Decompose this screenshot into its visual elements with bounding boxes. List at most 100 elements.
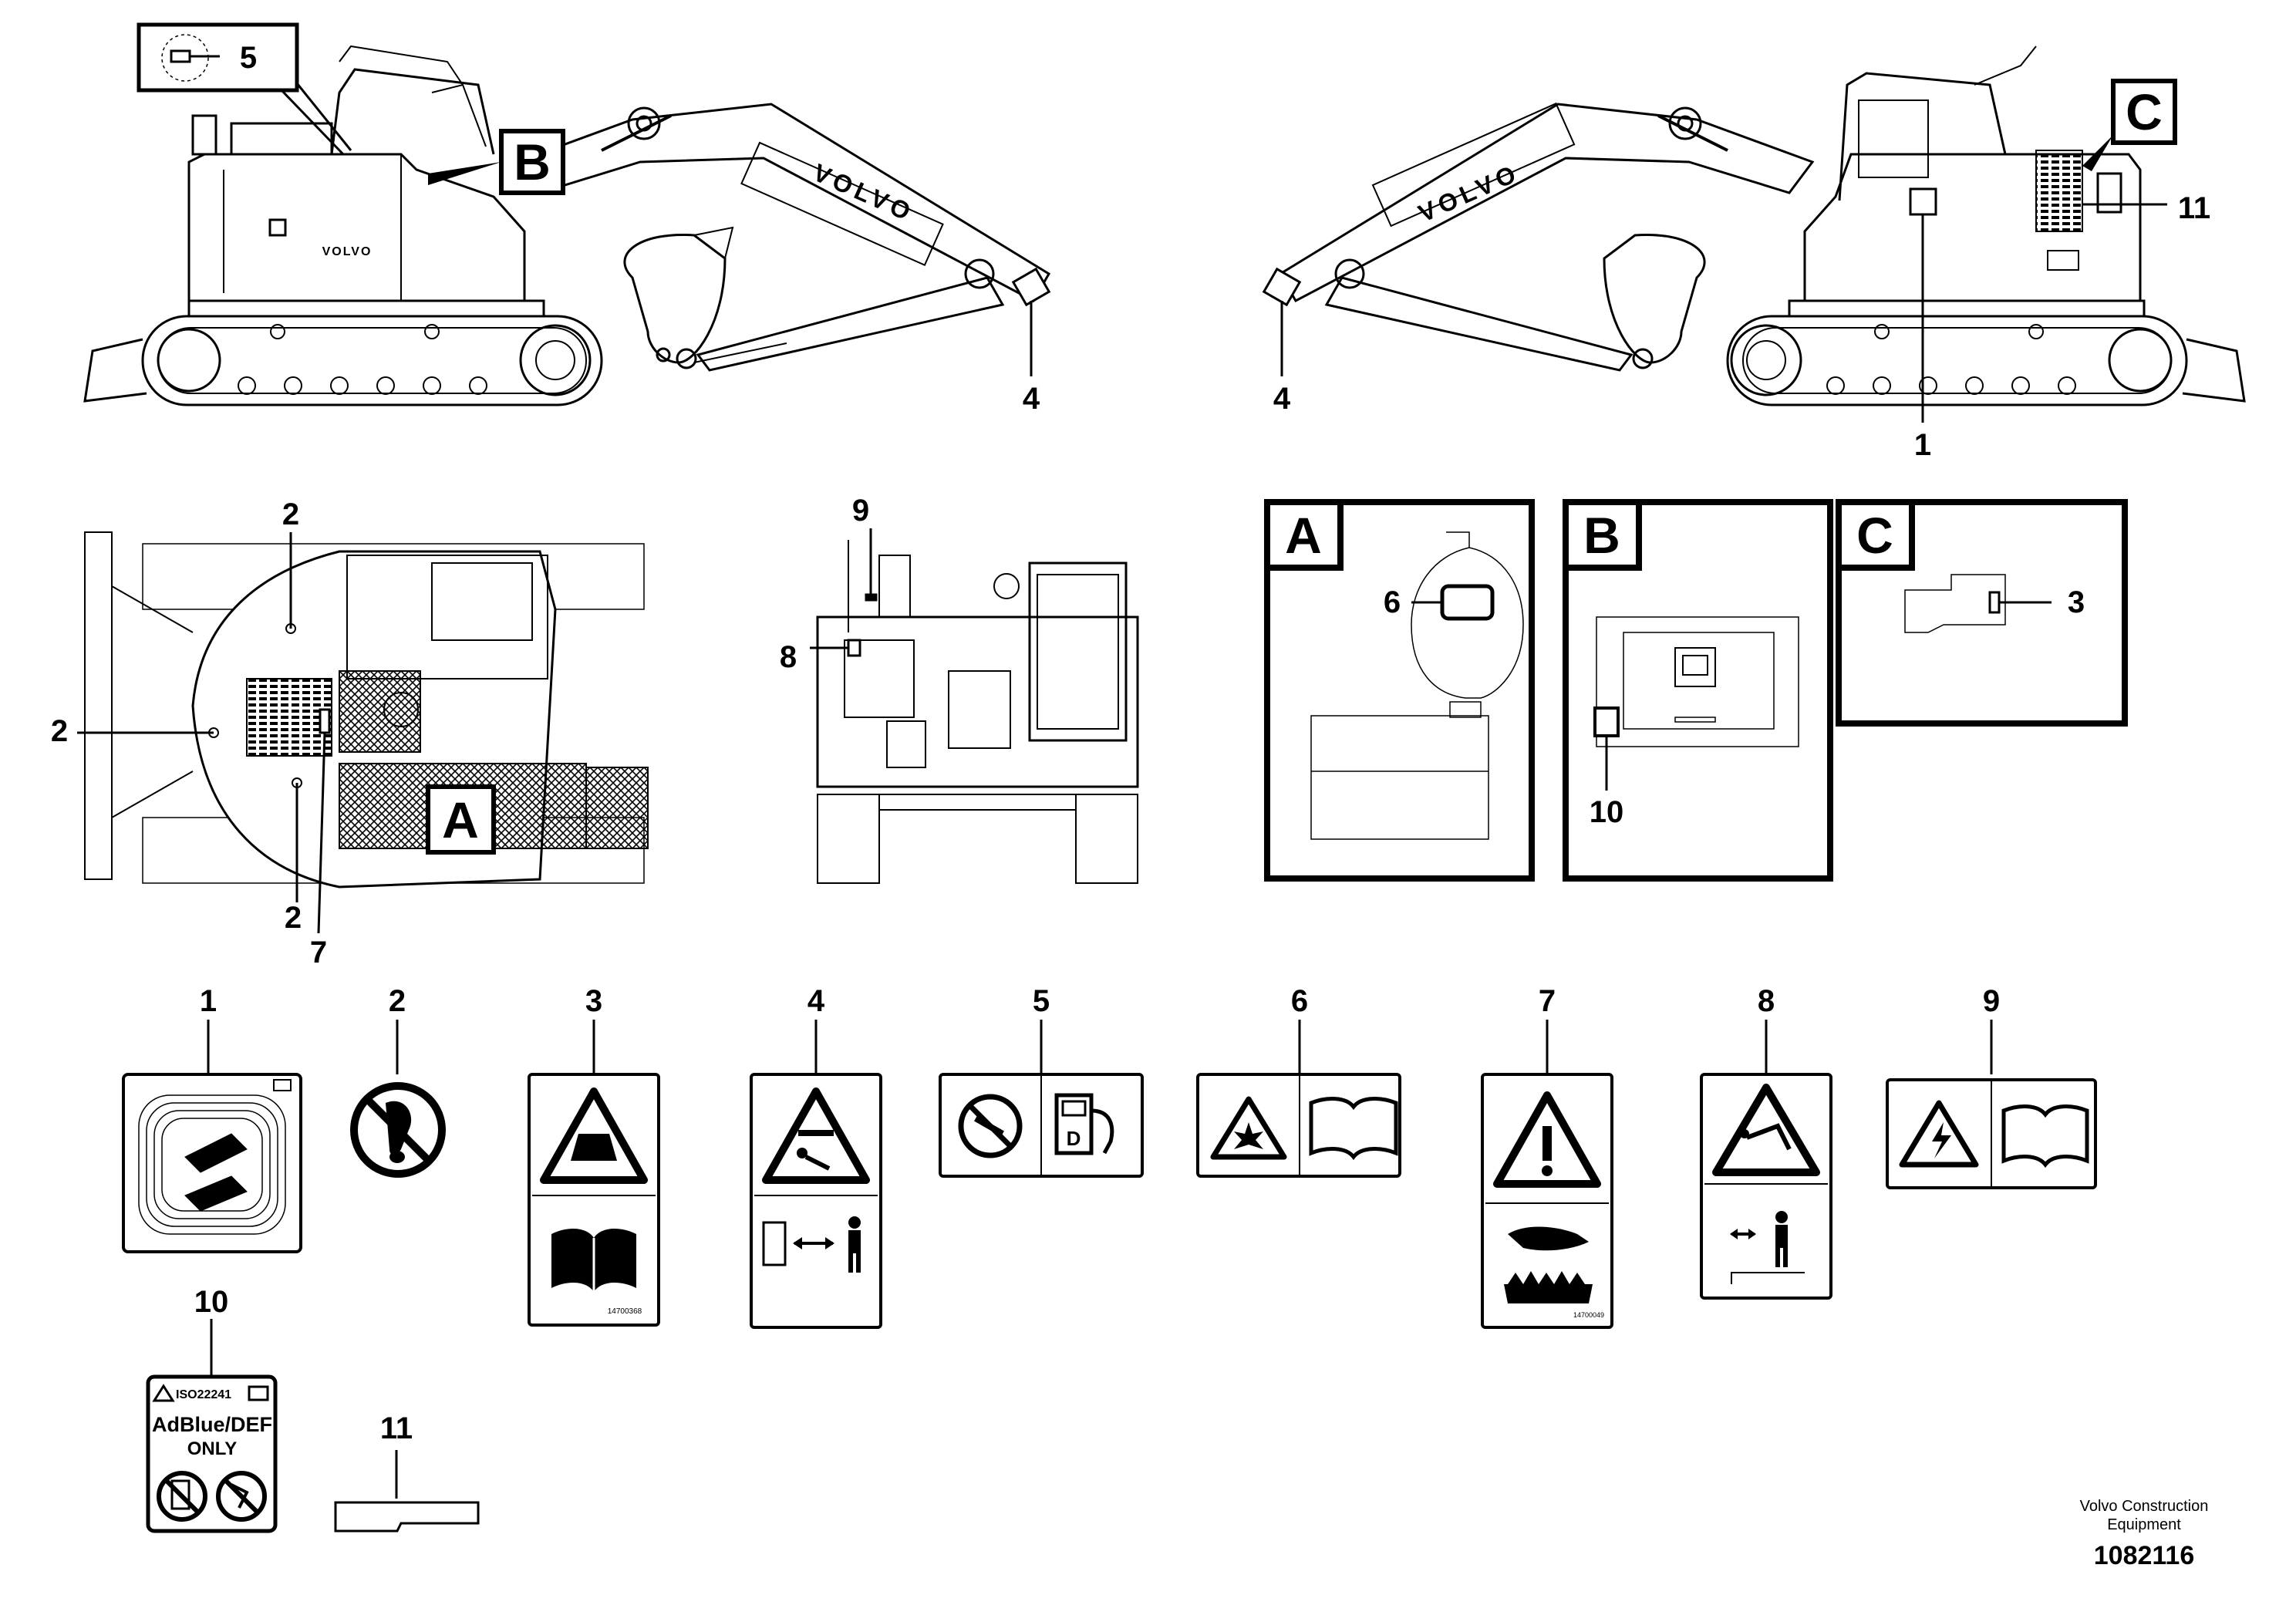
- decal-4-location-left: [1011, 267, 1051, 307]
- callout-10-detail: 10: [1589, 795, 1624, 829]
- upper-structure-right: [1803, 153, 2142, 302]
- decal-number-8: 8: [1757, 984, 1775, 1018]
- sprocket-wheel: [519, 324, 592, 396]
- decal-10-line2: ONLY: [187, 1438, 238, 1459]
- detail-a-title: A: [1285, 507, 1322, 564]
- decal-3-location: [1988, 591, 2001, 614]
- decal-number-9: 9: [1982, 984, 2001, 1018]
- callout-2-left: 2: [50, 714, 69, 748]
- callout-4-right: 4: [1273, 382, 1291, 416]
- decal-number-5: 5: [1032, 984, 1050, 1018]
- cab-rear: [1028, 561, 1128, 742]
- footer-company-line2: Equipment: [2107, 1516, 2181, 1533]
- decal-number-11: 11: [379, 1411, 413, 1445]
- excavator-rear-view: [816, 540, 1139, 884]
- track-rear-left: [817, 794, 880, 884]
- side-vent: [2035, 150, 2083, 232]
- decal-number-2: 2: [388, 984, 406, 1018]
- decal-9-location: [865, 593, 878, 602]
- excavator-left-side-view: [83, 45, 1051, 406]
- accumulator-tank: [1411, 531, 1524, 699]
- leader-lines-side: [1030, 203, 2167, 423]
- detail-view-a: [1264, 499, 1535, 882]
- detail-view-b: [1563, 499, 1833, 882]
- decal-number-4: 4: [807, 984, 825, 1018]
- callout-8-rear: 8: [779, 640, 797, 674]
- decal-8-warning: [1700, 1073, 1832, 1300]
- leader-lines-rear: [810, 528, 872, 649]
- dozer-blade-top: [84, 531, 113, 880]
- decal-6-warning: [1196, 1073, 1401, 1178]
- callout-6-detail: 6: [1383, 585, 1401, 619]
- decal-11-strip: [334, 1501, 480, 1533]
- cab-outline: [330, 68, 495, 155]
- decal-4-warning: [750, 1073, 882, 1329]
- callout-2-top: 2: [282, 497, 300, 531]
- decal-7-part-number: 14700049: [1573, 1311, 1605, 1319]
- decal-3-warning: [528, 1073, 660, 1327]
- detail-c-title: C: [1856, 507, 1893, 564]
- callout-4-left: 4: [1022, 382, 1040, 416]
- decal-10-location: [1593, 706, 1620, 737]
- decal-5-inset: [137, 22, 352, 156]
- detail-view-c: [1836, 499, 2128, 727]
- decal-number-6: 6: [1290, 984, 1309, 1018]
- excavator-top-view: [84, 531, 649, 889]
- cab-top: [346, 555, 548, 679]
- decal-number-3: 3: [585, 984, 603, 1018]
- decal-8-location: [847, 639, 861, 657]
- excavator-right-side-view: [1262, 46, 2246, 406]
- idler-wheel: [157, 328, 221, 393]
- counterweight-brand: VOLVO: [322, 245, 373, 258]
- callout-3-detail: 3: [2067, 585, 2085, 619]
- decal-9-warning: [1886, 1078, 2097, 1189]
- zone-c-letter-side: C: [2126, 83, 2163, 140]
- track-rear-right: [1075, 794, 1138, 884]
- callout-7-top-view: 7: [309, 936, 328, 969]
- arm-right: [1324, 276, 1633, 372]
- engine-hood: [230, 122, 333, 156]
- leader-lines-top: [77, 532, 326, 934]
- callout-1-side: 1: [1913, 428, 1932, 462]
- decal-7-location: [319, 708, 331, 734]
- zone-a-marker-top: [426, 784, 496, 855]
- callout-11-side: 11: [2177, 191, 2211, 225]
- decal-10-line1: AdBlue/DEF: [151, 1413, 272, 1436]
- detail-a-letter-box: [1264, 499, 1344, 571]
- decal-4-location-right: [1262, 267, 1302, 307]
- dozer-blade: [83, 338, 147, 403]
- zone-b-marker-side: [428, 129, 565, 195]
- decal-number-1: 1: [199, 984, 217, 1018]
- decal-3-part-number: 14700368: [607, 1307, 642, 1316]
- bracket-part: [1904, 574, 2006, 633]
- dozer-blade-right: [2182, 338, 2246, 403]
- diesel-symbol-text: D: [1067, 1127, 1081, 1150]
- bucket: [623, 233, 727, 364]
- decal-10-adblue: [146, 1374, 278, 1533]
- zone-c-marker-side: [2082, 79, 2177, 171]
- callout-2-bottom: 2: [284, 901, 302, 935]
- counterweight-body: [187, 153, 526, 302]
- decal-10-standard: ISO22241: [176, 1388, 232, 1401]
- decal-7-warning: [1481, 1073, 1613, 1329]
- decal-1-working-range: [122, 1073, 302, 1253]
- detail-b-title: B: [1583, 507, 1620, 564]
- bucket-right: [1603, 233, 1706, 364]
- boom-brand-plate: [740, 141, 944, 267]
- decal-number-10: 10: [194, 1285, 229, 1319]
- decal-number-7: 7: [1538, 984, 1556, 1018]
- callout-5: 5: [239, 41, 258, 75]
- track-left: [141, 315, 603, 406]
- decal-1-location: [1909, 187, 1937, 216]
- decal-2-no-step: [350, 1082, 446, 1178]
- figure-number: 1082116: [2093, 1541, 2195, 1570]
- decal-5-fuel: D: [939, 1073, 1144, 1178]
- footer-company-line1: Volvo Construction: [2079, 1498, 2209, 1515]
- callout-9-rear: 9: [851, 494, 870, 528]
- cover-panel: [1596, 616, 1799, 747]
- cab-right: [1838, 72, 2007, 201]
- rear-body: [816, 615, 1139, 788]
- arm: [696, 276, 1005, 372]
- boom-right: [1278, 103, 1815, 303]
